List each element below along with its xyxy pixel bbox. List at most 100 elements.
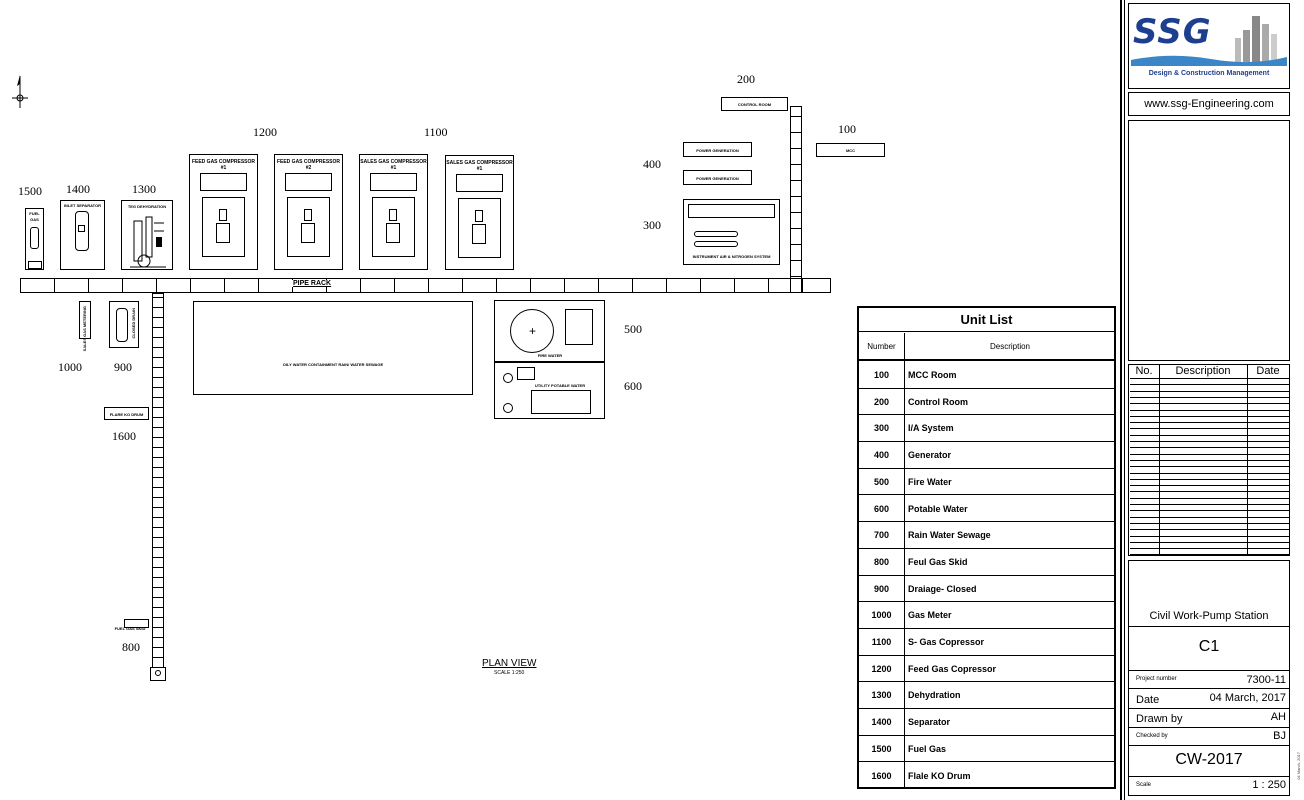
fire-water-label: FIRE WATER xyxy=(537,353,563,358)
closed-drain-unit: CLOSED DRAIN xyxy=(109,301,139,348)
drawn-by: AH xyxy=(1270,711,1286,723)
plan-view-title: PLAN VIEW xyxy=(482,658,537,669)
unit-number-400: 400 xyxy=(643,157,661,171)
power-generation-1: POWER GENERATION xyxy=(683,142,752,157)
sales-gas-compressor-1: SALES GAS COMPRESSOR #1 xyxy=(359,154,428,270)
unit-list-description: Fuel Gas xyxy=(908,743,947,754)
company-logo: SSG xyxy=(1133,12,1212,52)
pipe-rack xyxy=(20,278,831,293)
unit-list-description: Gas Meter xyxy=(908,610,952,621)
unit-list-description: Rain Water Sewage xyxy=(908,530,991,541)
notes-panel xyxy=(1128,120,1290,361)
unit-list-number: 500 xyxy=(873,476,890,487)
drawn-by-label: Drawn by xyxy=(1136,713,1183,725)
pipe-rack-vertical xyxy=(152,293,164,668)
unit-number-1400: 1400 xyxy=(66,182,90,196)
unit-number-900: 900 xyxy=(114,360,132,374)
revision-row-line xyxy=(1130,453,1289,455)
closed-drain-label: CLOSED DRAIN xyxy=(131,308,136,339)
utility-potable-water-unit: UTILITY POTABLE WATER xyxy=(494,362,605,419)
scale-label: Scale xyxy=(1136,782,1152,788)
unit-list-number: 400 xyxy=(873,450,890,461)
unit-list-description: Flale KO Drum xyxy=(908,770,971,781)
scale-value: 1 : 250 xyxy=(1252,779,1286,791)
fuel-gas-label: FUEL GAS xyxy=(29,211,40,222)
unit-list-description: Fire Water xyxy=(908,476,952,487)
sales-gas-compressor-2-label: SALES GAS COMPRESSOR #1 xyxy=(446,160,513,172)
feed-gas-compressor-2-label: FEED GAS COMPRESSOR #2 xyxy=(276,159,341,171)
sales-gas-metering-unit: SALES GAS METERING xyxy=(79,301,91,351)
unit-list-number: 800 xyxy=(873,556,890,567)
revision-row-line xyxy=(1130,485,1289,487)
revision-row-line xyxy=(1130,516,1289,518)
sheet-number: C1 xyxy=(1198,638,1220,655)
revision-row-line xyxy=(1130,459,1289,461)
mcc-label: MCC xyxy=(845,148,856,153)
revision-col-date: Date xyxy=(1256,365,1280,377)
column-header-description: Description xyxy=(989,342,1030,351)
unit-list-number: 600 xyxy=(873,503,890,514)
feed-gas-compressor-2: FEED GAS COMPRESSOR #2 xyxy=(274,154,343,270)
unit-list-description: Feul Gas Skid xyxy=(908,556,968,567)
unit-list-description: S- Gas Copressor xyxy=(908,637,985,647)
revision-row-line xyxy=(1130,396,1289,398)
unit-list-number: 900 xyxy=(873,583,890,594)
unit-list-number: 1200 xyxy=(871,663,892,674)
project-number: 7300-11 xyxy=(1246,674,1286,686)
revision-row-line xyxy=(1130,409,1289,411)
unit-number-500: 500 xyxy=(624,322,642,336)
unit-list-number: 1500 xyxy=(871,743,892,754)
sales-gas-compressor-1-label: SALES GAS COMPRESSOR #1 xyxy=(360,159,427,171)
unit-list-description: Dehydration xyxy=(908,690,961,701)
unit-list-row: 800 Feul Gas Skid xyxy=(858,549,1116,576)
date-value: 04 March, 2017 xyxy=(1209,692,1286,704)
inlet-separator-label: INLET SEPARATOR xyxy=(63,203,102,208)
project-number-label: Project number xyxy=(1136,676,1177,682)
unit-list-number: 300 xyxy=(873,423,890,434)
revision-row-line xyxy=(1130,554,1289,556)
revision-row-line xyxy=(1130,478,1289,480)
control-room-unit: CONTROL ROOM xyxy=(721,97,788,111)
north-arrow-icon xyxy=(10,72,30,112)
revision-row-line xyxy=(1130,497,1289,499)
unit-list-description: Separator xyxy=(908,717,951,728)
unit-list-row: 300 I/A System xyxy=(858,415,1116,443)
unit-number-300: 300 xyxy=(643,218,661,232)
unit-number-1500: 1500 xyxy=(18,184,42,198)
website-link[interactable]: www.ssg-Engineering.com xyxy=(1128,92,1290,116)
revision-row-line xyxy=(1130,504,1289,505)
feed-gas-compressor-1: FEED GAS COMPRESSOR #1 xyxy=(189,154,258,270)
oily-water-label: OILY WATER CONTAINMENT RAIN/ WATER SEWAG… xyxy=(282,362,384,367)
unit-list-number: 1600 xyxy=(871,770,892,781)
unit-list-description: I/A System xyxy=(908,423,954,434)
teg-dehydration-unit: TEG DEHYDRATION xyxy=(121,200,173,270)
teg-dehydration-label: TEG DEHYDRATION xyxy=(127,204,167,209)
revision-row-line xyxy=(1130,390,1289,392)
unit-number-200: 200 xyxy=(737,72,755,86)
column-header-number: Number xyxy=(867,342,896,351)
logo-subtitle: Design & Construction Management xyxy=(1148,70,1270,77)
fuel-gas-unit: FUEL GAS xyxy=(25,208,44,270)
instrument-air-unit: INSTRUMENT AIR & NITROGEN SYSTEM xyxy=(683,199,780,265)
unit-number-600: 600 xyxy=(624,379,642,393)
unit-list-description: Draiage- Closed xyxy=(908,583,977,594)
revision-row-line xyxy=(1130,548,1289,550)
unit-list-description: Generator xyxy=(908,450,952,461)
revision-row-line xyxy=(1130,441,1289,442)
mcc-unit: MCC xyxy=(816,143,885,157)
fuel-gas-skid-label: FUEL GAS SKID xyxy=(114,626,146,631)
revision-row-line xyxy=(1130,378,1289,379)
utility-potable-water-label: UTILITY POTABLE WATER xyxy=(534,383,586,388)
revision-row-line xyxy=(1130,541,1289,543)
revision-row-line xyxy=(1130,428,1289,430)
pipe-rack-terminal xyxy=(150,667,166,681)
revision-row-line xyxy=(1130,535,1289,537)
unit-list-number: 1100 xyxy=(871,637,892,647)
unit-list-row: 500 Fire Water xyxy=(858,469,1116,496)
revision-col-no: No. xyxy=(1135,365,1153,377)
